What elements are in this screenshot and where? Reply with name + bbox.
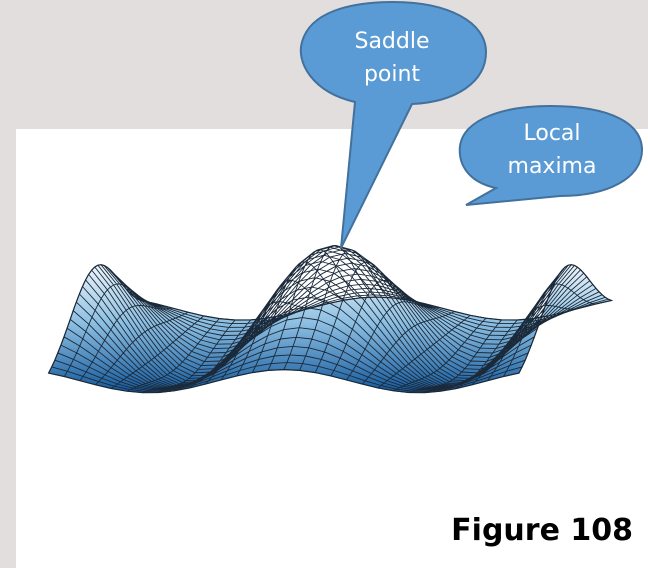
maxima-callout-bubble [458,104,644,206]
saddle-point-callout: Saddle point [299,0,488,249]
saddle-callout-text: point [364,62,420,87]
surface-outline [47,264,614,394]
local-maxima-callout: Local maxima [458,104,644,206]
saddle-callout-bubble [299,0,488,249]
surface-plot [47,245,614,394]
maxima-callout-text: maxima [508,154,597,179]
saddle-callout-text: Saddle [354,29,429,54]
figure-label: Figure 108 [451,513,633,548]
maxima-callout-text: Local [523,121,580,146]
